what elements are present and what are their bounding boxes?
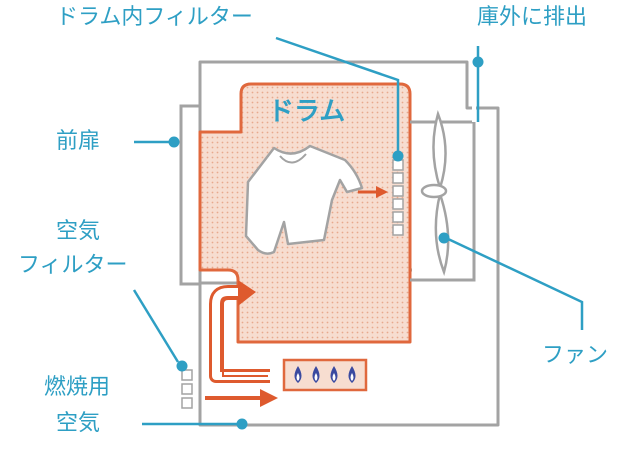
combustion-air-arrow xyxy=(205,389,278,407)
label-combustion-air-line2: 空気 xyxy=(56,411,101,436)
label-fan: ファン xyxy=(542,343,609,368)
fan-leader xyxy=(438,232,584,330)
front-door-panel xyxy=(179,104,202,286)
label-drum: ドラム xyxy=(268,97,346,127)
shirt-collar xyxy=(279,153,307,164)
exhaust-leader xyxy=(472,46,484,122)
label-combustion-air-line1: 燃焼用 xyxy=(44,375,111,400)
label-air-filter-line1: 空気 xyxy=(56,219,101,244)
air-filter-leader xyxy=(132,289,188,372)
drum-filter-leader xyxy=(275,36,404,162)
drum-flow-arrow xyxy=(358,186,388,198)
leader-lines xyxy=(132,36,584,430)
shirt-icon xyxy=(244,144,364,255)
label-air-filter-line2: フィルター xyxy=(18,253,128,278)
air-intake-grill xyxy=(181,369,193,409)
label-exhaust: 庫外に排出 xyxy=(477,5,588,30)
label-drum-filter: ドラム内フィルター xyxy=(56,5,253,30)
front-door-leader xyxy=(134,136,180,148)
heated-air-arrow xyxy=(209,280,270,383)
gas-burner-icon xyxy=(282,358,368,392)
label-front-door: 前扉 xyxy=(56,129,101,154)
combustion-air-leader xyxy=(142,418,248,430)
